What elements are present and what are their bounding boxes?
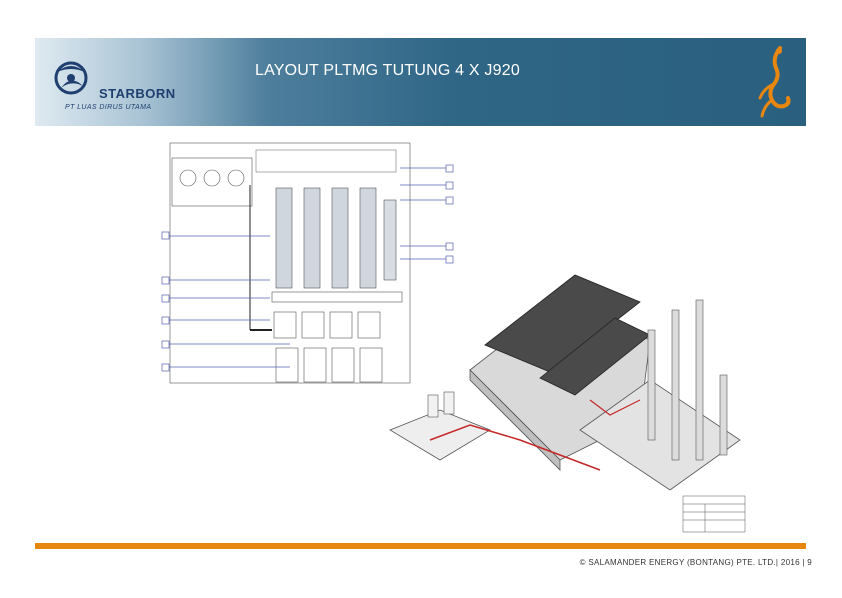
footer-accent-bar — [35, 543, 806, 549]
plan-callout-tags — [161, 164, 454, 372]
page-title: LAYOUT PLTMG TUTUNG 4 X J920 — [255, 62, 520, 79]
salamander-icon — [758, 46, 791, 118]
logo-subtext: PT LUAS DIRUS UTAMA — [65, 104, 152, 111]
footer-copyright: © SALAMANDER ENERGY (BONTANG) PTE. LTD.|… — [579, 558, 812, 567]
plan-callout-lines — [168, 167, 446, 368]
isometric-3d-view — [389, 274, 741, 491]
drawing-title-block — [682, 495, 746, 533]
starborn-logo-icon — [54, 61, 88, 95]
logo-text: STARBORN — [99, 86, 176, 101]
plan-view-drawing — [169, 142, 411, 384]
header-banner: STARBORN PT LUAS DIRUS UTAMA LAYOUT PLTM… — [35, 38, 806, 126]
starborn-logo: STARBORN PT LUAS DIRUS UTAMA — [49, 58, 199, 118]
